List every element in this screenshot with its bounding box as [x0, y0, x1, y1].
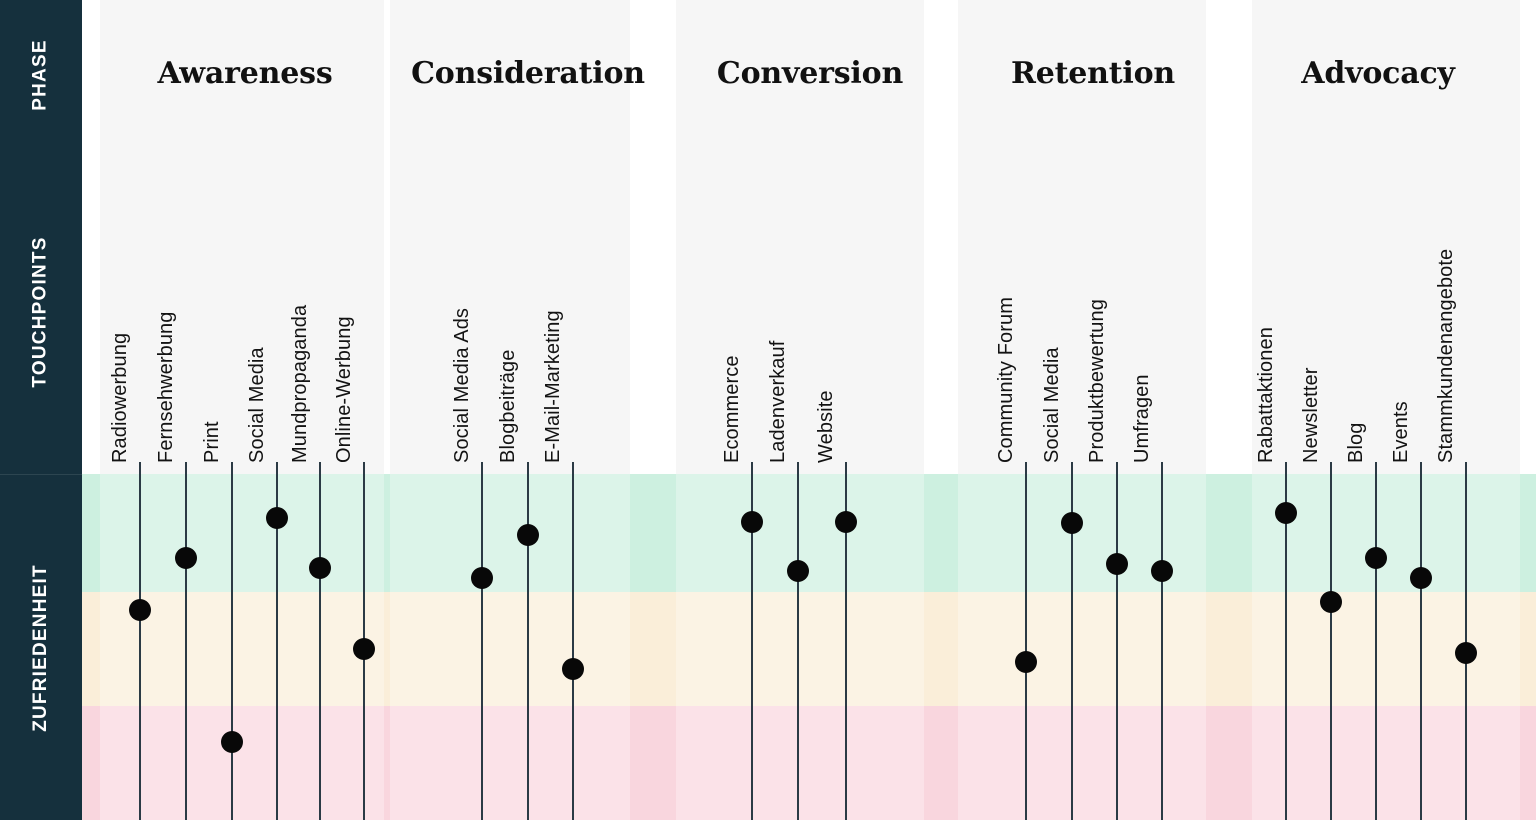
touchpoint-label: Social Media [1041, 347, 1063, 463]
satisfaction-dot[interactable] [1061, 512, 1083, 534]
satisfaction-dot[interactable] [1106, 553, 1128, 575]
satisfaction-dot[interactable] [309, 557, 331, 579]
satisfaction-dot[interactable] [1455, 642, 1477, 664]
phase-title-consideration: Consideration [411, 56, 645, 91]
phase-panel-consideration [390, 0, 630, 474]
satisfaction-dot[interactable] [353, 638, 375, 660]
touchpoint-label: Website [815, 390, 837, 463]
satisfaction-dot[interactable] [1275, 502, 1297, 524]
touchpoint-stem [276, 462, 278, 820]
touchpoint-label: Produktbewertung [1086, 299, 1108, 463]
rail-label-zufriedenheit: ZUFRIEDENHEIT [30, 564, 52, 732]
satisfaction-dot[interactable] [221, 731, 243, 753]
touchpoint-label: Newsletter [1300, 367, 1322, 463]
touchpoint-label: Print [201, 421, 223, 463]
satisfaction-dot[interactable] [129, 599, 151, 621]
touchpoint-label: Social Media [246, 347, 268, 463]
satisfaction-dot[interactable] [1365, 547, 1387, 569]
touchpoint-stem [1025, 462, 1027, 820]
touchpoint-label: Mundpropaganda [289, 304, 311, 463]
rail-slot-zufriedenheit: ZUFRIEDENHEIT [0, 476, 82, 820]
touchpoint-label: Online-Werbung [333, 316, 355, 463]
touchpoint-stem [185, 462, 187, 820]
touchpoint-label: Events [1390, 401, 1412, 463]
touchpoint-stem [572, 462, 574, 820]
touchpoint-stem [231, 462, 233, 820]
touchpoint-stem [1330, 462, 1332, 820]
touchpoint-stem [845, 462, 847, 820]
satisfaction-dot[interactable] [1320, 591, 1342, 613]
satisfaction-dot[interactable] [471, 567, 493, 589]
band-neutral [82, 592, 1536, 706]
phase-title-awareness: Awareness [157, 56, 333, 91]
rail-divider [0, 474, 82, 475]
rail-label-touchpoints: TOUCHPOINTS [30, 236, 52, 388]
satisfaction-dot[interactable] [1410, 567, 1432, 589]
satisfaction-dot[interactable] [835, 511, 857, 533]
satisfaction-dot[interactable] [741, 511, 763, 533]
rail-slot-phase: PHASE [0, 0, 82, 150]
touchpoint-label: Fernsehwerbung [155, 311, 177, 464]
touchpoint-label: Ladenverkauf [767, 340, 789, 463]
touchpoint-label: Radiowerbung [109, 332, 131, 463]
phase-panel-retention [958, 0, 1206, 474]
satisfaction-dot[interactable] [1151, 560, 1173, 582]
satisfaction-dot[interactable] [175, 547, 197, 569]
touchpoint-label: Social Media Ads [451, 307, 473, 463]
left-rail: PHASE TOUCHPOINTS ZUFRIEDENHEIT [0, 0, 82, 820]
phase-wash-conversion [676, 474, 924, 820]
touchpoint-stem [527, 462, 529, 820]
touchpoint-label: Stammkundenangebote [1435, 248, 1457, 463]
touchpoint-label: Blog [1345, 422, 1367, 463]
touchpoint-stem [1420, 462, 1422, 820]
touchpoint-stem [751, 462, 753, 820]
touchpoint-stem [1116, 462, 1118, 820]
touchpoint-stem [319, 462, 321, 820]
phase-title-advocacy: Advocacy [1301, 56, 1455, 91]
touchpoint-stem [1375, 462, 1377, 820]
satisfaction-dot[interactable] [517, 524, 539, 546]
rail-slot-touchpoints: TOUCHPOINTS [0, 150, 82, 474]
satisfaction-dot[interactable] [1015, 651, 1037, 673]
band-bad [82, 706, 1536, 820]
touchpoint-stem [1161, 462, 1163, 820]
rail-label-phase: PHASE [30, 39, 51, 111]
phase-panel-awareness [100, 0, 384, 474]
touchpoint-label: Community Forum [995, 297, 1017, 463]
phase-panel-advocacy [1252, 0, 1520, 474]
touchpoint-stem [481, 462, 483, 820]
touchpoint-stem [139, 462, 141, 820]
phase-panel-conversion [676, 0, 924, 474]
touchpoint-label: Blogbeiträge [497, 349, 519, 463]
touchpoint-label: Umfragen [1131, 374, 1153, 463]
phase-title-conversion: Conversion [716, 56, 904, 91]
phase-wash-advocacy [1252, 474, 1520, 820]
phase-wash-retention [958, 474, 1206, 820]
touchpoint-stem [797, 462, 799, 820]
phase-title-retention: Retention [1010, 56, 1176, 91]
phase-wash-awareness [100, 474, 384, 820]
touchpoint-stem [1071, 462, 1073, 820]
touchpoint-label: Rabattaktionen [1255, 327, 1277, 463]
satisfaction-dot[interactable] [787, 560, 809, 582]
touchpoint-label: Ecommerce [721, 355, 743, 463]
satisfaction-dot[interactable] [562, 658, 584, 680]
touchpoint-label: E-Mail-Marketing [542, 310, 564, 463]
satisfaction-dot[interactable] [266, 507, 288, 529]
phase-wash-consideration [390, 474, 630, 820]
touchpoint-stem [1285, 462, 1287, 820]
touchpoint-stem [1465, 462, 1467, 820]
